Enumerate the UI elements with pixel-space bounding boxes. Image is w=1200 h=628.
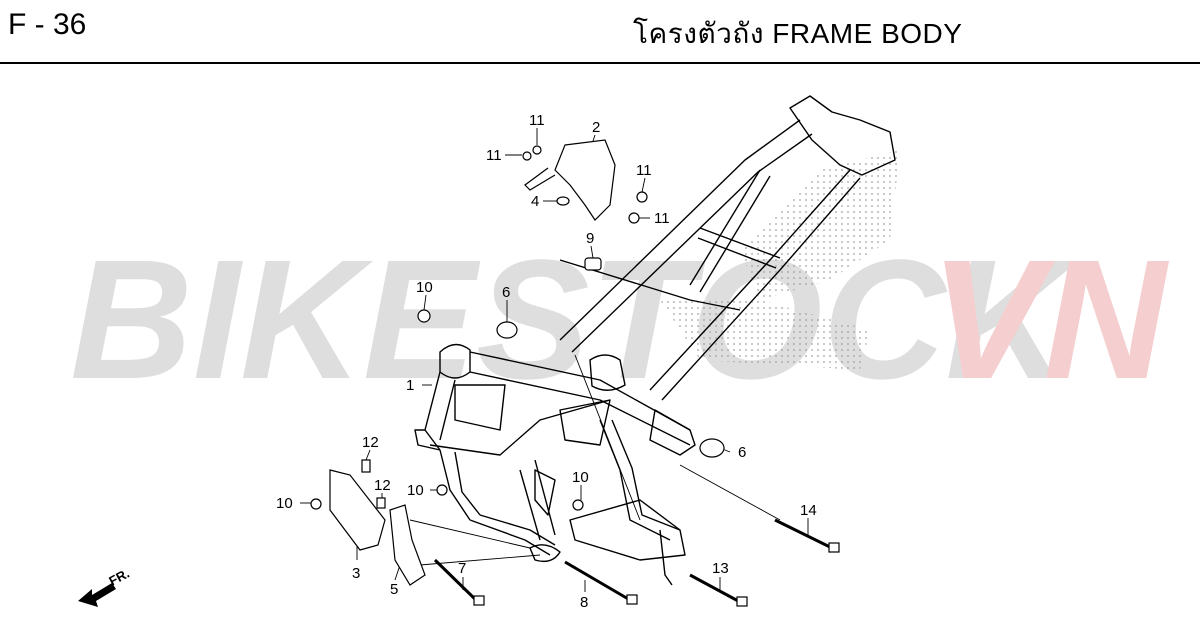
bolt-14-head xyxy=(828,542,840,553)
rubber-6-b xyxy=(699,438,725,458)
callout-9: 9 xyxy=(586,230,594,247)
front-arrow-icon xyxy=(78,583,116,607)
washer-10-c xyxy=(310,498,322,510)
callout-14: 14 xyxy=(800,502,817,519)
washer-10-a xyxy=(417,309,431,323)
callout-4: 4 xyxy=(531,193,539,210)
watermark-text-main: BIKESTOCK xyxy=(70,225,1079,415)
diagram-title: โครงตัวถัง FRAME BODY xyxy=(633,18,963,49)
bolt-13-head xyxy=(736,596,748,607)
damper-9 xyxy=(584,257,602,271)
bolt-11-c xyxy=(636,191,648,203)
callout-10: 10 xyxy=(407,482,424,499)
front-direction-indicator: FR. xyxy=(78,566,132,607)
callout-10: 10 xyxy=(572,469,589,486)
rubber-6-a xyxy=(496,321,518,339)
callout-10: 10 xyxy=(276,495,293,512)
callout-11: 11 xyxy=(486,147,502,164)
callout-3: 3 xyxy=(352,565,360,582)
callout-6: 6 xyxy=(738,444,746,461)
diagram-code: F - 36 xyxy=(8,8,87,41)
callout-1: 1 xyxy=(406,377,414,394)
bolt-8-head xyxy=(626,594,638,605)
callout-13: 13 xyxy=(712,560,729,577)
bracket-part-2 xyxy=(554,139,616,221)
callout-6: 6 xyxy=(502,284,510,301)
callout-11: 11 xyxy=(636,162,652,179)
washer-10-b xyxy=(436,484,448,496)
bolt-11-a xyxy=(532,145,542,155)
main-frame xyxy=(414,95,896,586)
bracket-part-5 xyxy=(389,504,426,586)
bracket-part-3 xyxy=(329,469,386,551)
callout-12: 12 xyxy=(362,434,379,451)
bolt-12-b xyxy=(376,497,386,509)
washer-10-d xyxy=(572,499,584,511)
nut-4 xyxy=(556,196,570,206)
callout-2: 2 xyxy=(592,119,600,136)
bracket-arm xyxy=(524,167,556,191)
callout-5: 5 xyxy=(390,581,398,598)
callout-11: 11 xyxy=(529,112,545,129)
callout-8: 8 xyxy=(580,594,588,611)
callout-labels: 1 2 3 4 5 6 6 7 8 9 10 10 10 10 11 11 11… xyxy=(276,112,817,611)
callout-10: 10 xyxy=(416,279,433,296)
callout-7: 7 xyxy=(458,560,466,577)
bolt-12-a xyxy=(361,459,371,473)
small-parts xyxy=(310,139,840,607)
header-divider xyxy=(0,62,1200,64)
bolt-11-b xyxy=(522,151,532,161)
callout-11: 11 xyxy=(654,210,670,227)
bolt-7-head xyxy=(473,595,485,606)
bolt-11-d xyxy=(628,212,640,224)
callout-12: 12 xyxy=(374,477,391,494)
watermark: BIKESTOCK VN xyxy=(70,225,1169,415)
watermark-text-accent: VN xyxy=(930,225,1169,415)
